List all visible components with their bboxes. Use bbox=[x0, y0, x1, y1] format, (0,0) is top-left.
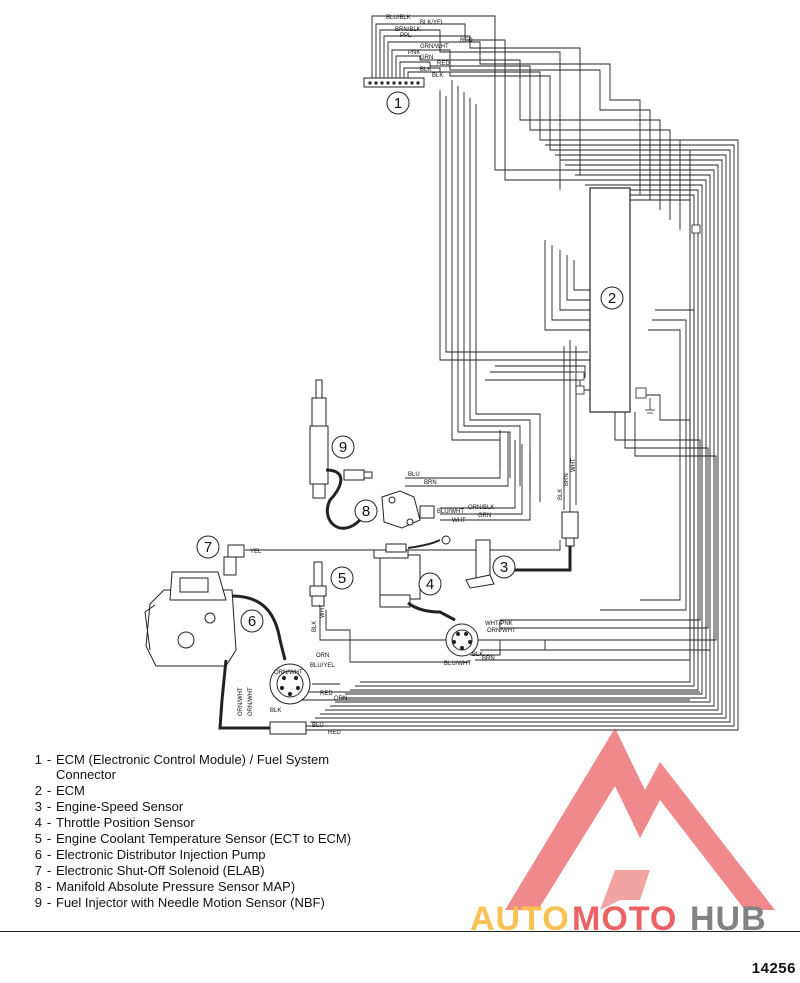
svg-text:1: 1 bbox=[394, 95, 402, 112]
svg-text:WHT/PNK: WHT/PNK bbox=[485, 621, 513, 627]
fuel-injector bbox=[309, 379, 373, 530]
svg-text:BRN: BRN bbox=[564, 473, 570, 486]
svg-text:GRN: GRN bbox=[420, 55, 433, 61]
legend-item: 3-Engine-Speed Sensor bbox=[34, 799, 184, 814]
legend-item: 9-Fuel Injector with Needle Motion Senso… bbox=[34, 895, 325, 910]
svg-text:ORN/WHT: ORN/WHT bbox=[487, 628, 516, 634]
svg-text:HUB: HUB bbox=[690, 900, 767, 938]
callout-1: 1 bbox=[386, 91, 410, 115]
callout-2: 2 bbox=[600, 286, 624, 310]
ect-wire-labels: BLK WHT bbox=[312, 604, 326, 632]
svg-text:GRN/WHT: GRN/WHT bbox=[420, 44, 449, 50]
svg-text:BRN: BRN bbox=[482, 656, 495, 662]
svg-text:ORN/BLK: ORN/BLK bbox=[468, 505, 494, 511]
svg-text:ORN/WHT: ORN/WHT bbox=[238, 687, 244, 716]
callout-6: 6 bbox=[240, 609, 264, 633]
svg-text:WHT: WHT bbox=[571, 458, 577, 472]
harness-wires bbox=[245, 15, 739, 731]
engine-speed-sensor bbox=[465, 511, 579, 589]
pump-wire-labels: ORN BLU/YEL ORN/WHT ORN RED BLK ORN/WHT … bbox=[238, 653, 347, 736]
map-sensor bbox=[381, 490, 435, 529]
svg-text:9: 9 bbox=[339, 439, 347, 456]
yel-wire-label: YEL bbox=[250, 549, 262, 555]
svg-text:WHT: WHT bbox=[452, 518, 466, 524]
tps-wire-labels: WHT/PNK ORN/WHT BLK BLU/WHT BRN bbox=[444, 621, 516, 667]
figure-number: 14256 bbox=[751, 960, 796, 977]
svg-text:7: 7 bbox=[204, 539, 212, 556]
svg-text:BLU: BLU bbox=[312, 723, 324, 729]
speed-sensor-wire-labels: BLK BRN WHT bbox=[558, 458, 577, 500]
svg-text:RED: RED bbox=[460, 38, 473, 44]
svg-text:BLK: BLK bbox=[270, 708, 281, 714]
svg-text:BLU/WHT: BLU/WHT bbox=[437, 509, 464, 515]
injection-pump bbox=[144, 571, 311, 735]
legend: 1-ECM (Electronic Control Module) / Fuel… bbox=[30, 752, 390, 911]
svg-text:5: 5 bbox=[338, 570, 346, 587]
svg-text:BLK: BLK bbox=[420, 67, 431, 73]
ecm-module bbox=[575, 187, 701, 414]
svg-text:AUTO: AUTO bbox=[470, 900, 570, 938]
svg-text:2: 2 bbox=[608, 290, 616, 307]
svg-text:GRN: GRN bbox=[478, 513, 491, 519]
callout-8: 8 bbox=[354, 499, 378, 523]
connector-1 bbox=[363, 77, 425, 88]
svg-text:BLK: BLK bbox=[558, 489, 564, 500]
callout-9: 9 bbox=[331, 435, 355, 459]
callout-7: 7 bbox=[196, 535, 220, 559]
svg-text:WHT: WHT bbox=[320, 604, 326, 618]
svg-text:8: 8 bbox=[362, 503, 370, 520]
callout-5: 5 bbox=[330, 566, 354, 590]
legend-item: 1-ECM (Electronic Control Module) / Fuel… bbox=[34, 752, 330, 782]
svg-text:RED: RED bbox=[328, 730, 341, 736]
legend-item: 8-Manifold Absolute Pressure Sensor MAP) bbox=[34, 879, 296, 894]
callout-3: 3 bbox=[492, 555, 516, 579]
svg-text:RED: RED bbox=[320, 691, 333, 697]
connector-wire-labels: BLU/BLK BLK/YEL BRN/BLK PPL RED GRN/WHT … bbox=[386, 15, 473, 79]
svg-text:BRN: BRN bbox=[424, 480, 437, 486]
svg-text:BLK: BLK bbox=[432, 73, 443, 79]
ect-sensor bbox=[309, 561, 327, 607]
svg-text:RED: RED bbox=[437, 61, 450, 67]
legend-item: 6-Electronic Distributor Injection Pump bbox=[34, 847, 266, 862]
svg-text:4: 4 bbox=[426, 576, 434, 593]
svg-text:BLK/YEL: BLK/YEL bbox=[420, 20, 445, 26]
svg-text:6: 6 bbox=[248, 613, 256, 630]
svg-text:PNK: PNK bbox=[408, 50, 420, 56]
injector-wire-labels: BLU BRN bbox=[408, 472, 437, 486]
legend-item: 5-Engine Coolant Temperature Sensor (ECT… bbox=[34, 831, 352, 846]
svg-text:BLK: BLK bbox=[312, 621, 318, 632]
legend-item: 2-ECM bbox=[34, 783, 85, 798]
svg-text:BLU/WHT: BLU/WHT bbox=[444, 661, 471, 667]
svg-text:BLU: BLU bbox=[408, 472, 420, 478]
legend-item: 4-Throttle Position Sensor bbox=[34, 815, 195, 830]
svg-text:BLK: BLK bbox=[472, 652, 483, 658]
svg-text:ORN/WHT: ORN/WHT bbox=[274, 670, 303, 676]
svg-text:ORN: ORN bbox=[316, 653, 329, 659]
map-wire-labels: ORN/BLK BLU/WHT GRN WHT bbox=[437, 505, 494, 524]
svg-text:BRN/BLK: BRN/BLK bbox=[395, 27, 421, 33]
throttle-position-sensor bbox=[373, 535, 479, 657]
svg-text:3: 3 bbox=[500, 559, 508, 576]
svg-text:MOTO: MOTO bbox=[572, 900, 677, 938]
svg-text:PPL: PPL bbox=[400, 33, 412, 39]
legend-item: 7-Electronic Shut-Off Solenoid (ELAB) bbox=[34, 863, 265, 878]
svg-text:ORN/WHT: ORN/WHT bbox=[248, 687, 254, 716]
svg-text:BLU/BLK: BLU/BLK bbox=[386, 15, 411, 21]
watermark-logo: AUTO MOTO HUB bbox=[470, 728, 775, 938]
svg-text:BLU/YEL: BLU/YEL bbox=[310, 663, 335, 669]
svg-text:ORN: ORN bbox=[334, 696, 347, 702]
bottom-rule bbox=[0, 931, 800, 932]
callout-4: 4 bbox=[418, 572, 442, 596]
shut-off-solenoid bbox=[223, 544, 245, 576]
